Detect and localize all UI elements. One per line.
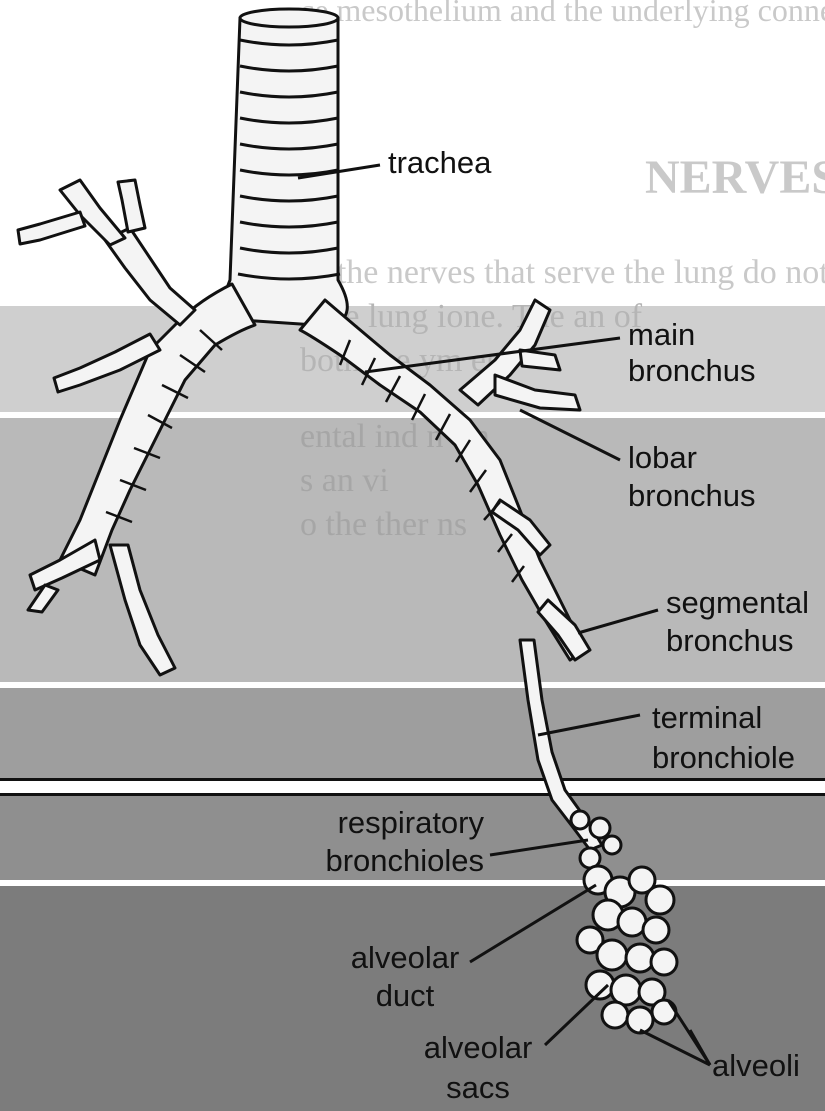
alveolar-sacs-label-line2: sacs <box>408 1070 548 1106</box>
left-upper-twig-b <box>118 180 145 232</box>
left-upper-twig-a <box>60 180 125 245</box>
lobar-bronchus-label-line2: bronchus <box>628 478 756 514</box>
right-lobar-twig-a <box>495 375 580 410</box>
terminal-bronchiole-leader <box>538 715 640 735</box>
trachea-label: trachea <box>388 145 491 181</box>
alveolar-sacs-leader <box>545 985 608 1045</box>
left-lower-branch-b <box>110 545 175 675</box>
left-lower-twig <box>28 585 58 612</box>
left-upper-twig-c <box>18 212 85 244</box>
right-lobar-twig-b <box>520 350 560 370</box>
main-bronchus-label-line2: bronchus <box>628 353 756 389</box>
alveolar-duct-label-line2: duct <box>335 978 475 1014</box>
segmental-bronchus-label-line1: segmental <box>666 585 809 621</box>
respiratory-bronchioles-label-line1: respiratory <box>300 805 484 841</box>
terminal-bronchiole-label-line1: terminal <box>652 700 762 736</box>
terminal-bronchiole-label-line2: bronchiole <box>652 740 795 776</box>
alveolar-sacs-label-line1: alveolar <box>408 1030 548 1066</box>
alveolar-duct-label-line1: alveolar <box>335 940 475 976</box>
alveolar-sacs-cluster <box>577 866 677 1033</box>
segmental-bronchus-label-line2: bronchus <box>666 623 794 659</box>
respiratory-bronchioles-leader <box>490 840 588 855</box>
segmental-bronchus-leader <box>578 610 658 633</box>
main-bronchus-label-line1: main <box>628 317 695 353</box>
left-main-bronchus <box>60 284 255 575</box>
lobar-bronchus-leader <box>520 410 620 460</box>
respiratory-bronchioles-label-line2: bronchioles <box>300 843 484 879</box>
alveolar-duct-leader <box>470 885 596 962</box>
trachea-top-opening <box>240 9 338 27</box>
lobar-bronchus-label-line1: lobar <box>628 440 697 476</box>
alveoli-label: alveoli <box>712 1048 800 1084</box>
